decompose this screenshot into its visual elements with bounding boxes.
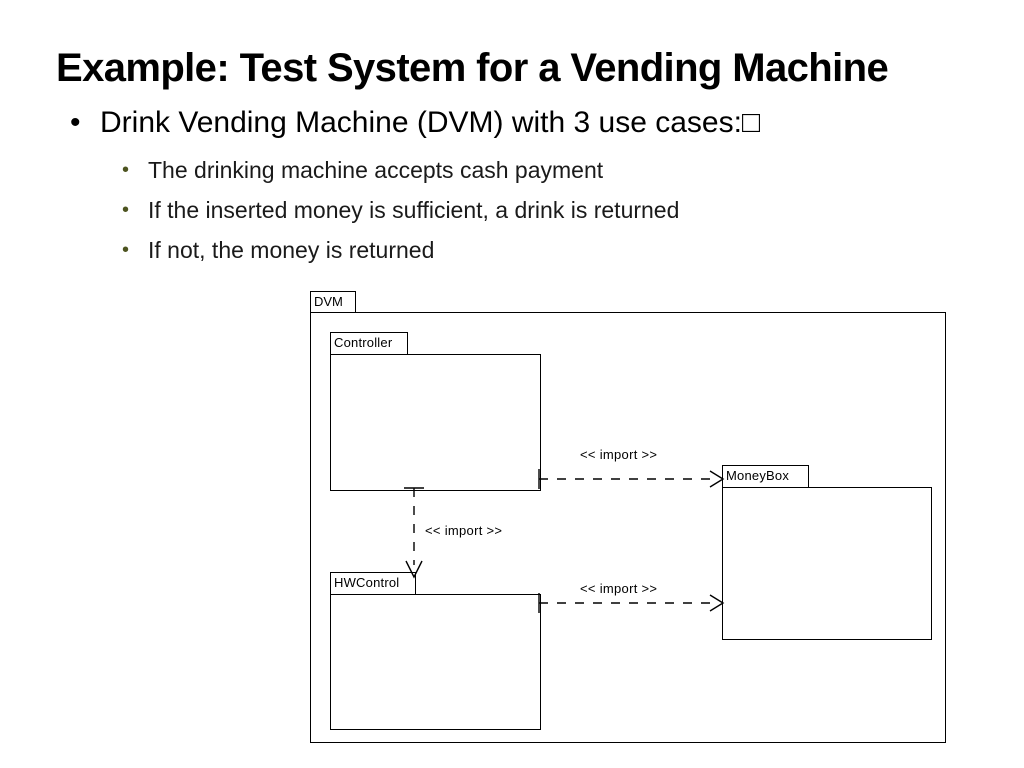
package-tab-dvm: DVM xyxy=(310,291,356,313)
package-tab-hwcontrol: HWControl xyxy=(330,572,416,595)
bullet-text: If not, the money is returned xyxy=(148,237,435,263)
import-edge-controller-to-moneybox xyxy=(538,469,725,489)
bullet-text: Drink Vending Machine (DVM) with 3 use c… xyxy=(100,106,761,139)
uml-package-diagram: DVM Controller HWControl MoneyBox << imp… xyxy=(310,291,948,747)
bullet-text: The drinking machine accepts cash paymen… xyxy=(148,157,604,183)
package-body-controller xyxy=(330,354,541,491)
bullet-sublist: • The drinking machine accepts cash paym… xyxy=(62,150,962,270)
page-title: Example: Test System for a Vending Machi… xyxy=(56,46,889,90)
package-tab-moneybox: MoneyBox xyxy=(722,465,809,488)
bullet-item-level1: • Drink Vending Machine (DVM) with 3 use… xyxy=(62,104,840,142)
bullet-item-level2: • If not, the money is returned xyxy=(62,230,962,270)
bullet-text: If the inserted money is sufficient, a d… xyxy=(148,197,680,223)
import-stereotype-label: << import >> xyxy=(580,447,658,462)
import-stereotype-label: << import >> xyxy=(580,581,658,596)
package-body-moneybox xyxy=(722,487,932,640)
bullet-marker-icon: • xyxy=(122,199,130,221)
package-tab-controller: Controller xyxy=(330,332,408,355)
package-body-hwcontrol xyxy=(330,594,541,730)
bullet-list: • Drink Vending Machine (DVM) with 3 use… xyxy=(62,104,962,270)
import-stereotype-label: << import >> xyxy=(425,523,503,538)
bullet-item-level2: • If the inserted money is sufficient, a… xyxy=(62,190,962,230)
import-edge-controller-to-hwcontrol xyxy=(404,487,424,579)
import-edge-hwcontrol-to-moneybox xyxy=(538,593,725,613)
bullet-marker-icon: • xyxy=(122,239,130,261)
bullet-item-level2: • The drinking machine accepts cash paym… xyxy=(62,150,962,190)
bullet-marker-icon: • xyxy=(70,106,81,139)
bullet-marker-icon: • xyxy=(122,159,130,181)
